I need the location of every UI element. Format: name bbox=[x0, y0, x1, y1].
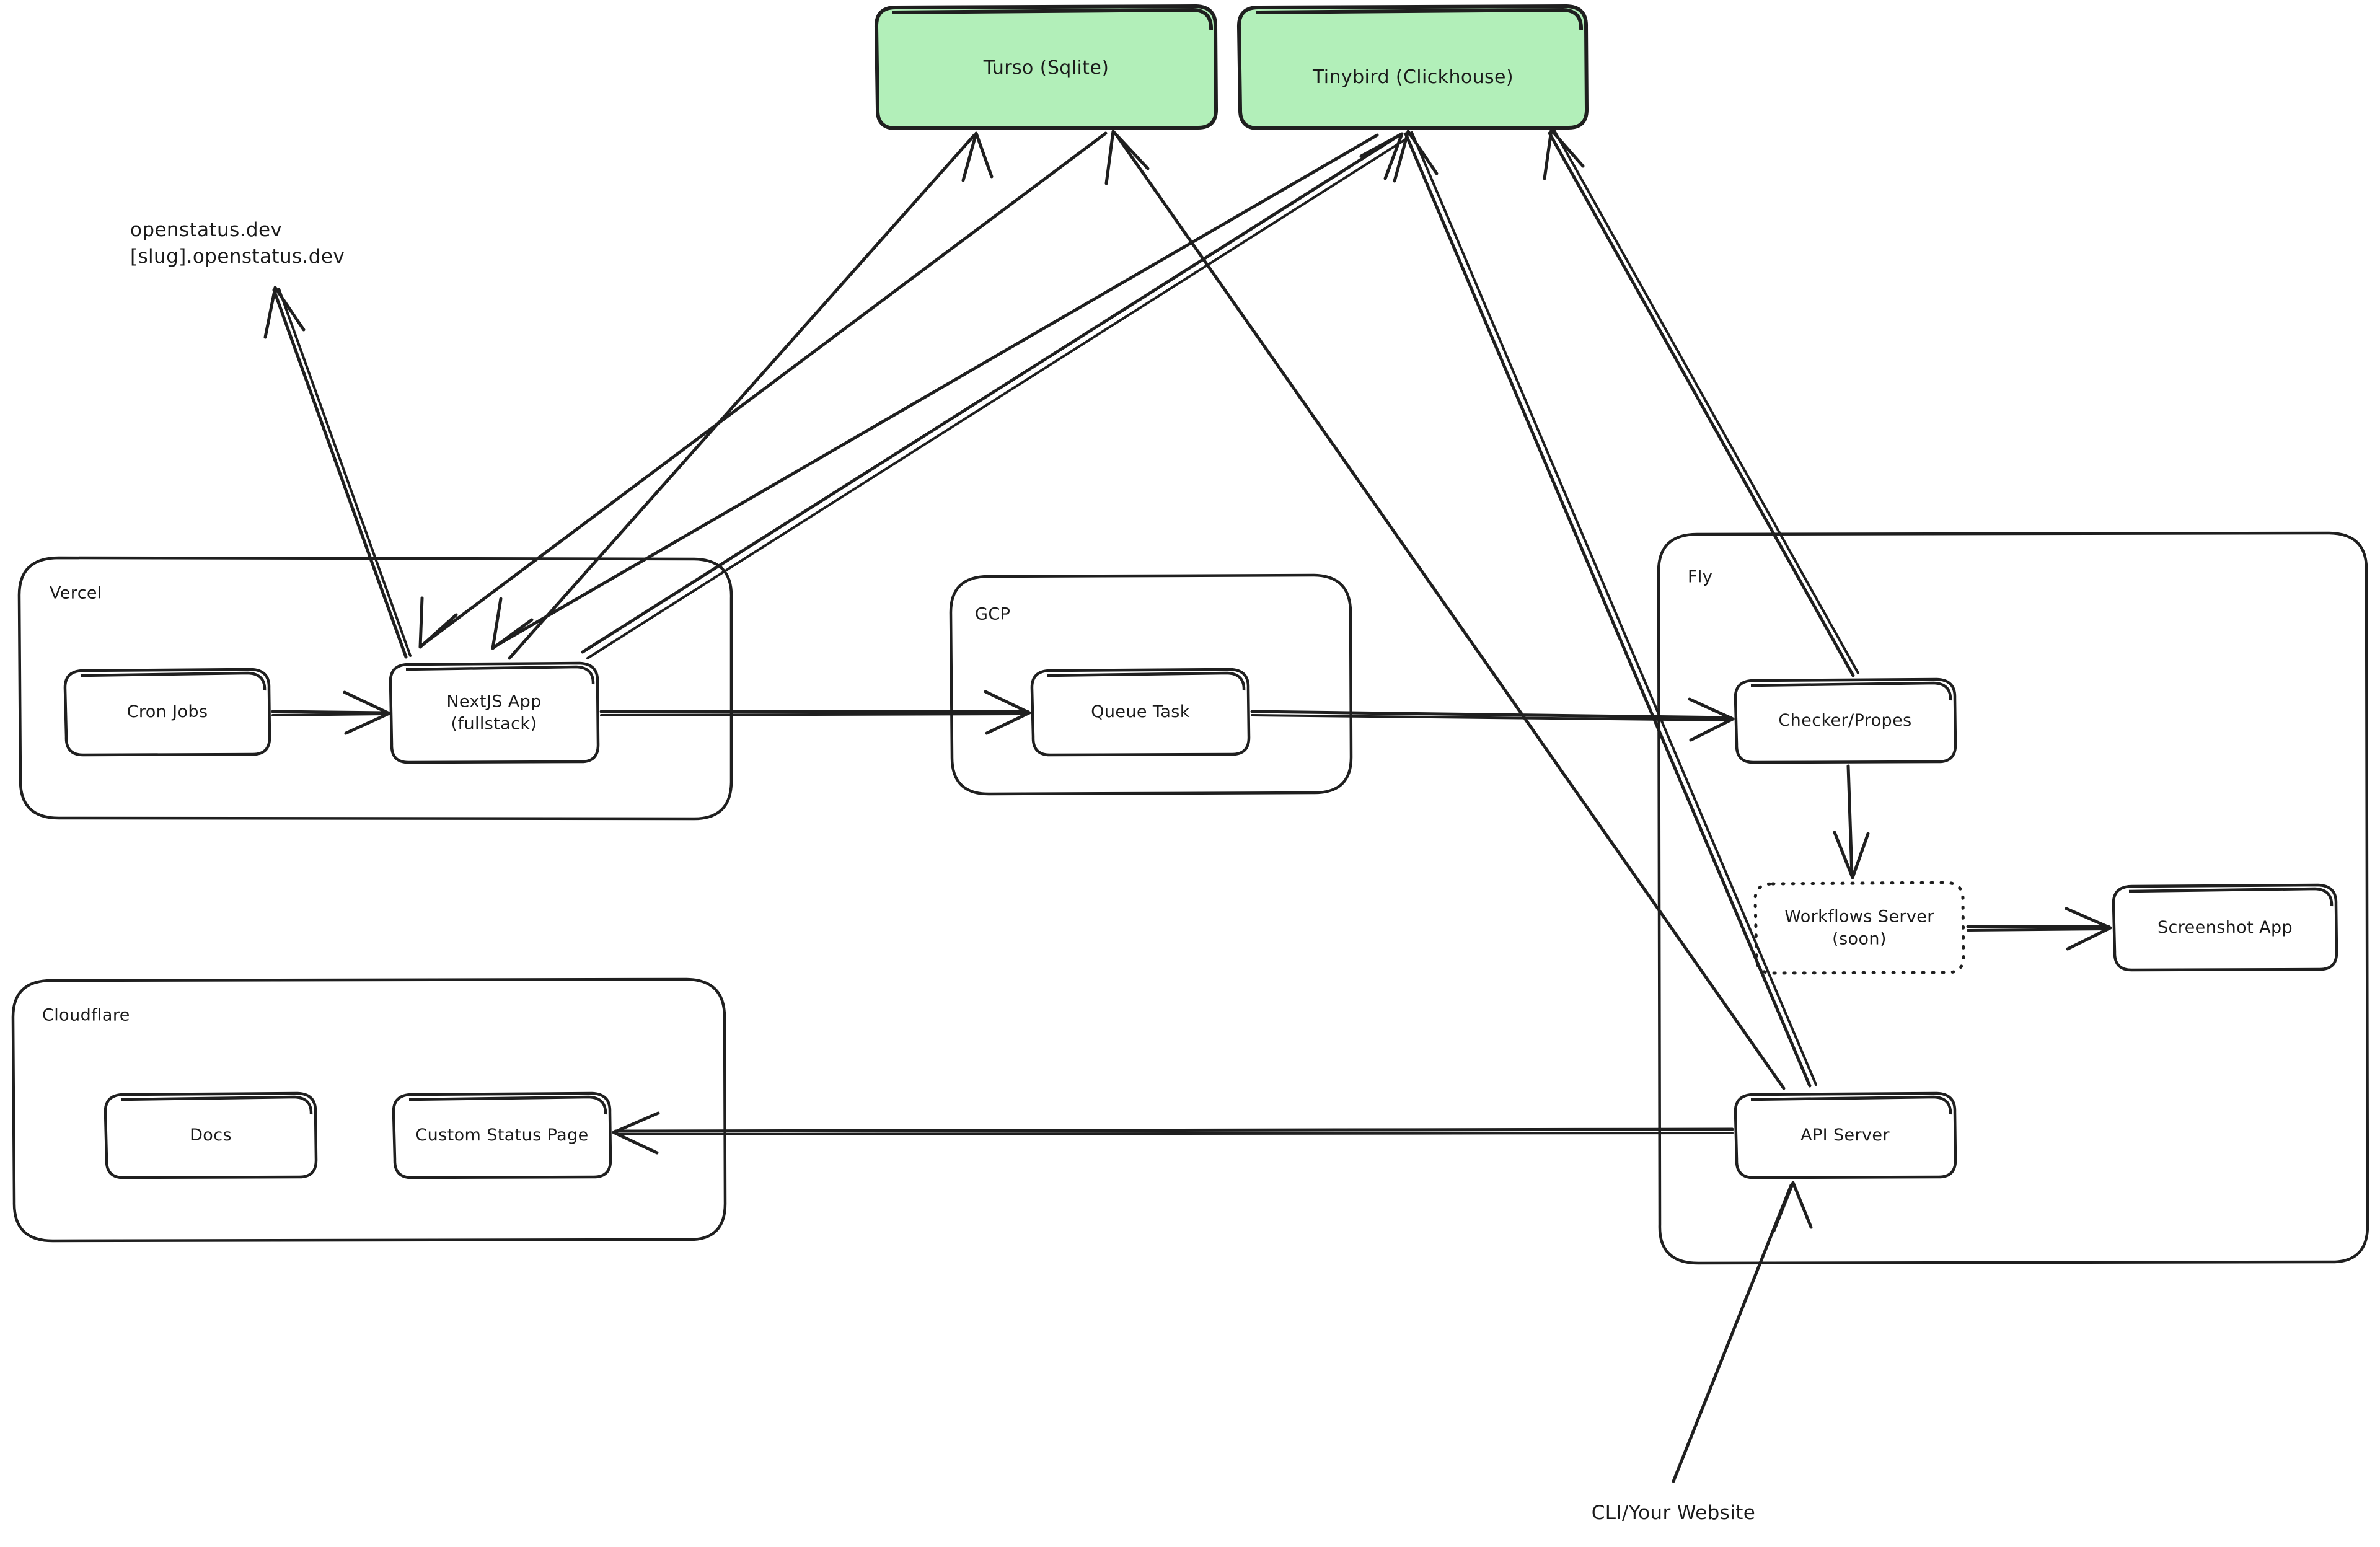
edge-checker-to-tinybird bbox=[1543, 128, 1859, 677]
edge-api-to-tinybird bbox=[1393, 130, 1817, 1088]
edge-nextjs-to-domains bbox=[263, 286, 412, 659]
subgraph-fly-container bbox=[1657, 531, 2369, 1265]
edge-nextjs-to-turso bbox=[508, 131, 994, 660]
node-queue-task[interactable] bbox=[1030, 668, 1251, 757]
node-docs[interactable] bbox=[104, 1091, 318, 1179]
subgraph-cloudflare-container bbox=[11, 977, 727, 1243]
node-nextjs-app[interactable] bbox=[389, 661, 600, 764]
node-checker-propes[interactable] bbox=[1734, 677, 1957, 764]
edge-api-to-status-page bbox=[612, 1111, 1734, 1155]
edge-checker-to-workflows bbox=[1833, 764, 1870, 879]
subgraph-vercel-container bbox=[17, 556, 733, 821]
node-turso[interactable] bbox=[874, 4, 1219, 131]
node-custom-status-page[interactable] bbox=[392, 1091, 612, 1179]
node-workflows-server[interactable] bbox=[1753, 881, 1965, 975]
edge-nextjs-to-tinybird bbox=[581, 132, 1406, 659]
edge-cron-to-nextjs bbox=[271, 690, 391, 735]
edge-api-to-turso bbox=[1104, 130, 1786, 1090]
edge-client-to-api bbox=[1672, 1181, 1813, 1483]
edge-tinybird-to-nextjs bbox=[491, 133, 1379, 650]
node-tinybird[interactable] bbox=[1236, 4, 1589, 131]
node-cron-jobs[interactable] bbox=[63, 668, 271, 757]
subgraph-gcp-container bbox=[949, 573, 1353, 796]
edge-workflows-to-screenshot bbox=[1966, 907, 2112, 951]
edge-nextjs-to-queue bbox=[599, 690, 1031, 735]
node-screenshot-app[interactable] bbox=[2112, 883, 2338, 972]
edge-queue-to-checker bbox=[1250, 697, 1735, 742]
edge-turso-to-nextjs bbox=[418, 131, 1108, 649]
node-api-server[interactable] bbox=[1734, 1091, 1957, 1179]
